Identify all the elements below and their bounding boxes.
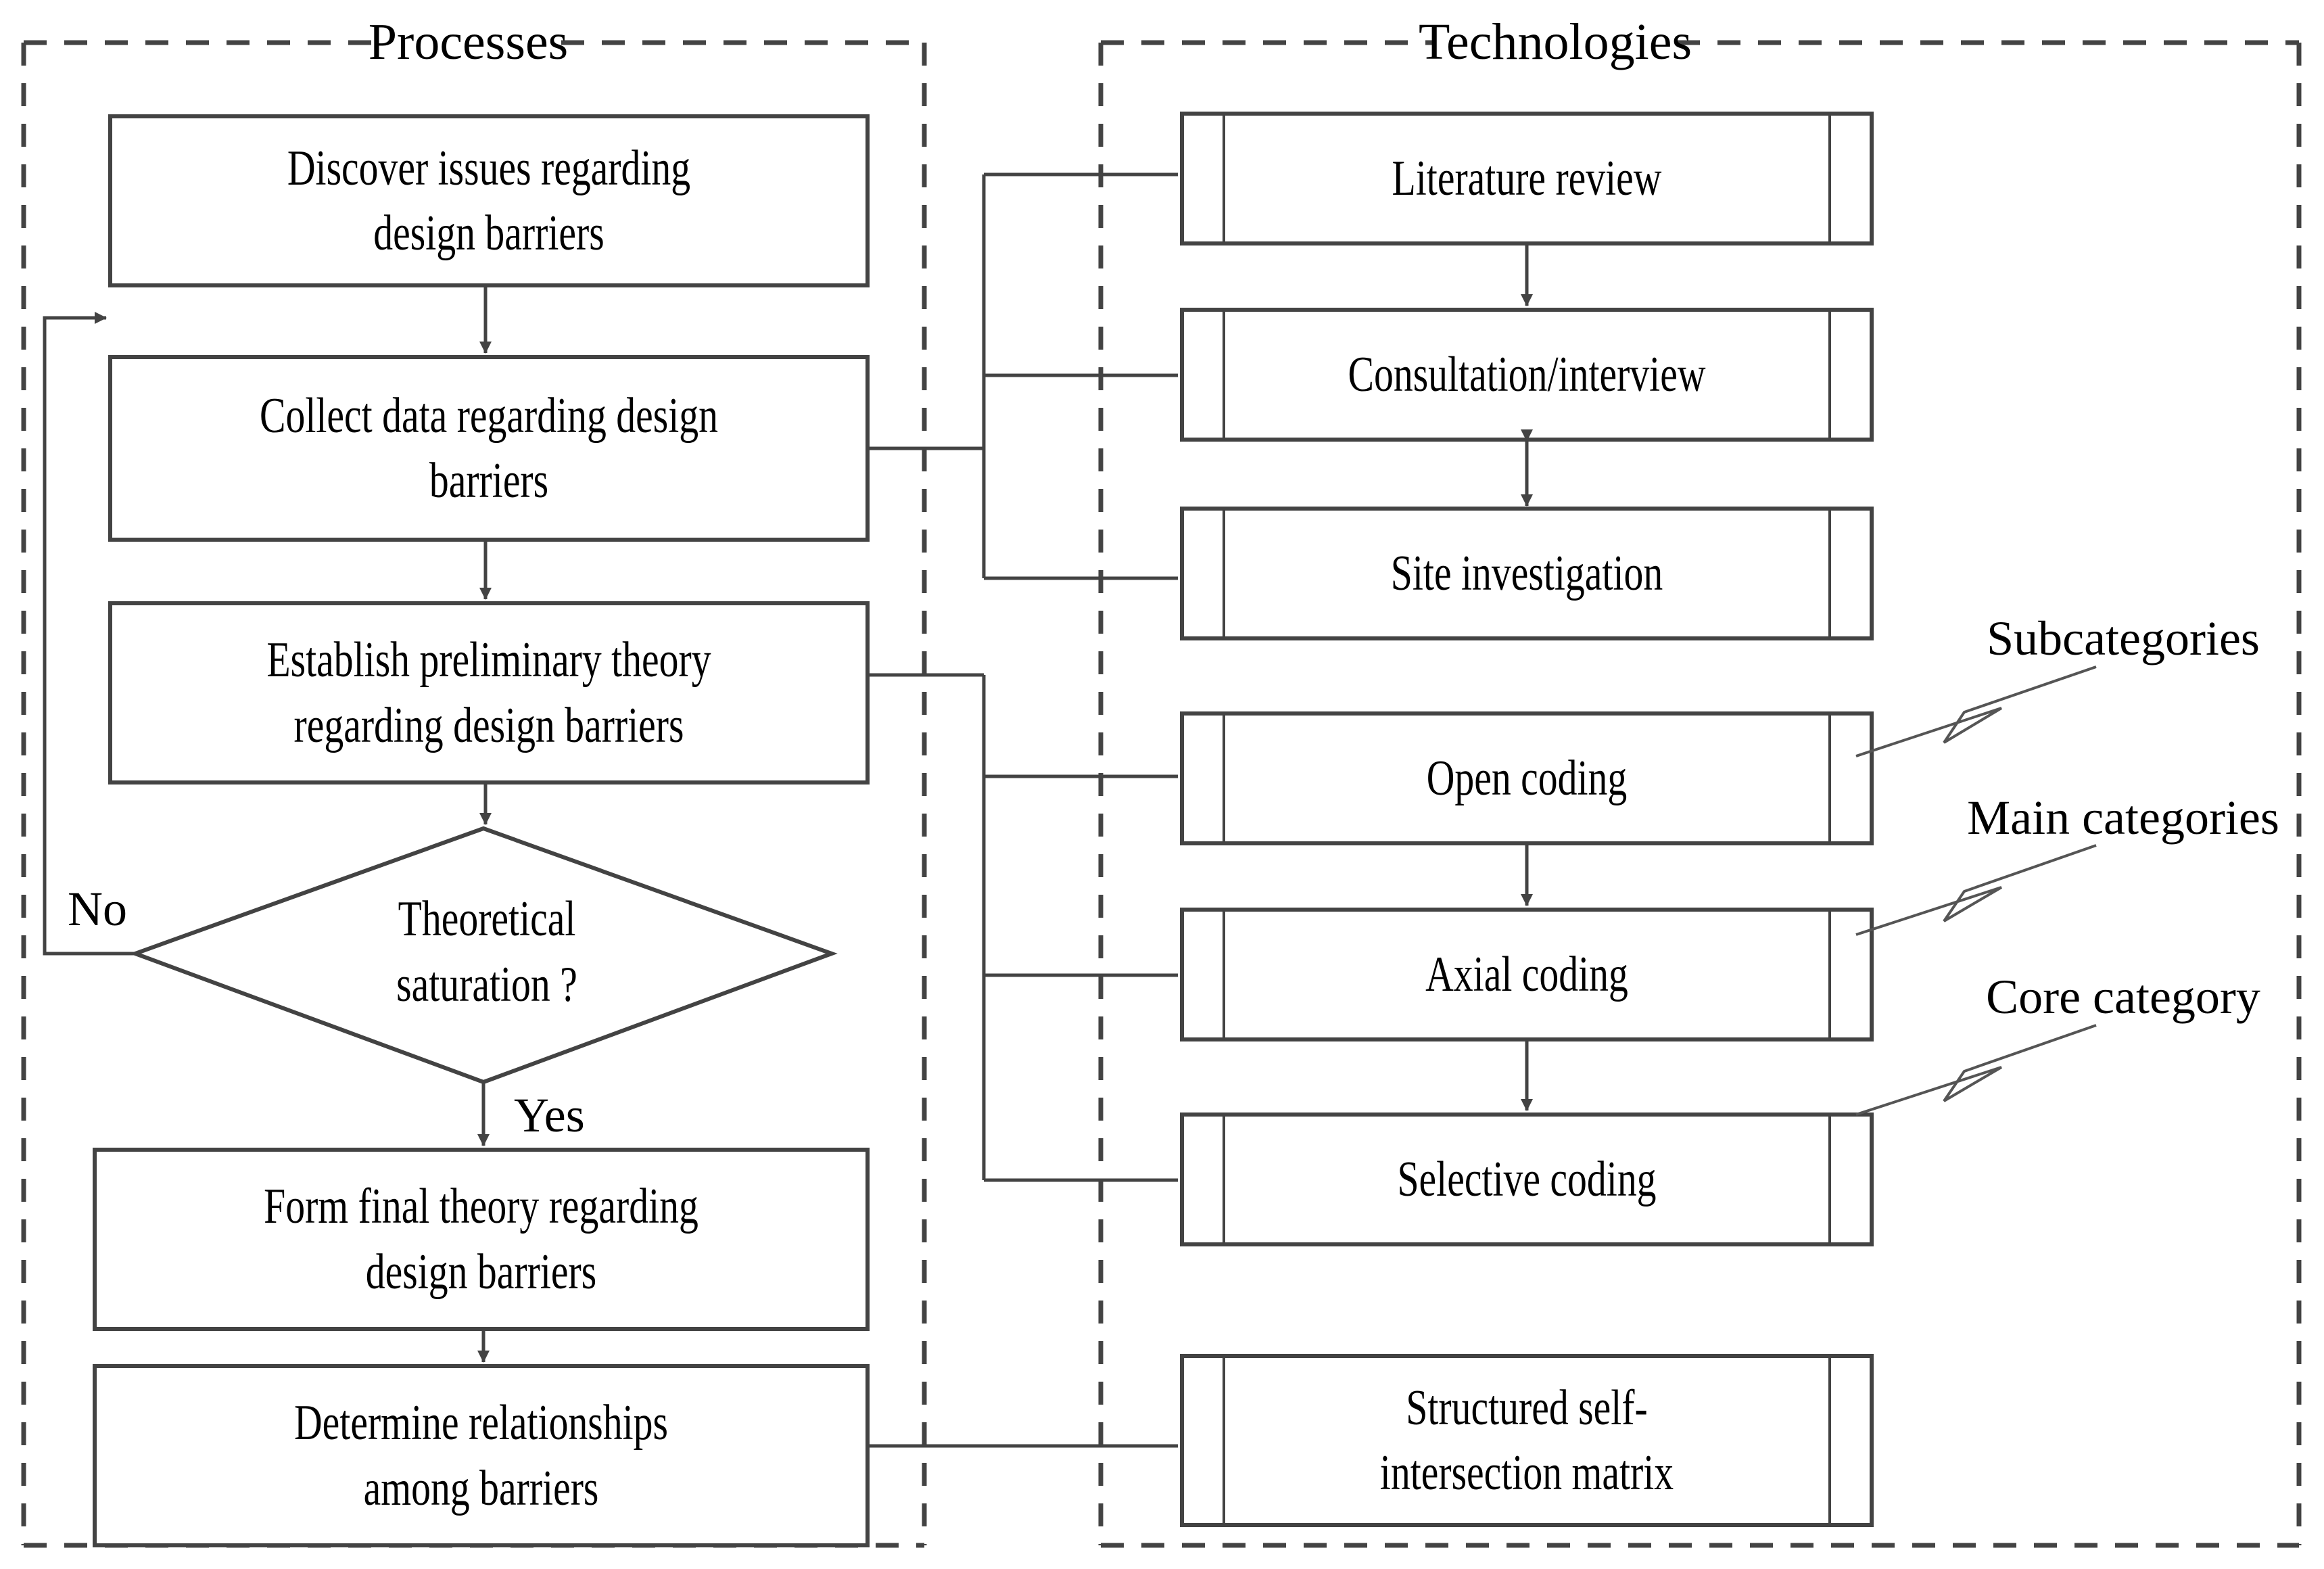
node-label-matrix: Structured self- intersection matrix bbox=[1379, 1380, 1674, 1501]
node-label-axial: Axial coding bbox=[1425, 946, 1628, 1002]
panel-title-processes: Processes bbox=[368, 13, 569, 70]
technology-node-inner-bars bbox=[1223, 114, 1831, 1525]
node-final-shape bbox=[93, 1148, 870, 1331]
panel-boundary-technologies bbox=[1098, 40, 2302, 1548]
annotation-main-categories: Main categories bbox=[1967, 791, 2279, 845]
node-determine-shape bbox=[93, 1364, 870, 1547]
node-label-site: Site investigation bbox=[1390, 545, 1663, 601]
node-consultation-shape bbox=[1180, 308, 1874, 442]
connector-collect-to-technologies bbox=[868, 172, 1178, 580]
node-selective-shape bbox=[1180, 1113, 1874, 1246]
annotation-pointers bbox=[1855, 665, 2097, 1116]
node-label-collect: Collect data regarding design barriers bbox=[260, 388, 718, 509]
annotation-core-category: Core category bbox=[1986, 970, 2260, 1025]
node-label-consultation: Consultation/interview bbox=[1348, 346, 1706, 402]
node-discover-shape bbox=[108, 114, 870, 287]
node-literature-shape bbox=[1180, 112, 1874, 245]
node-collect-shape bbox=[108, 355, 870, 542]
node-label-final: Form final theory regarding design barri… bbox=[264, 1179, 698, 1300]
node-label-selective: Selective coding bbox=[1397, 1151, 1657, 1207]
edge-label-no: No bbox=[68, 882, 127, 937]
feedback-loop-no bbox=[43, 312, 135, 956]
node-label-literature: Literature review bbox=[1392, 150, 1662, 206]
node-label-determine: Determine relationships among barriers bbox=[294, 1395, 668, 1516]
pointer-subcategories bbox=[1855, 665, 2097, 757]
node-open-shape bbox=[1180, 711, 1874, 845]
node-label-discover: Discover issues regarding design barrier… bbox=[287, 140, 691, 261]
node-matrix-shape bbox=[1180, 1354, 1874, 1527]
panel-title-technologies: Technologies bbox=[1418, 13, 1692, 70]
node-label-establish: Establish preliminary theory regarding d… bbox=[266, 632, 711, 753]
pointer-core-category bbox=[1855, 1024, 2097, 1116]
annotation-subcategories: Subcategories bbox=[1987, 611, 2260, 666]
node-establish-shape bbox=[108, 601, 870, 784]
technology-node-shapes bbox=[1180, 112, 1874, 1527]
node-site-shape bbox=[1180, 507, 1874, 640]
process-flow-arrows bbox=[477, 285, 492, 1363]
edge-label-yes: Yes bbox=[514, 1088, 585, 1143]
pointer-main-categories bbox=[1855, 844, 2097, 936]
node-label-saturation: Theoretical saturation ? bbox=[396, 891, 577, 1012]
node-axial-shape bbox=[1180, 908, 1874, 1041]
connector-establish-to-coding bbox=[868, 673, 1178, 1182]
process-node-shapes bbox=[93, 114, 870, 1547]
node-label-open: Open coding bbox=[1426, 750, 1628, 806]
